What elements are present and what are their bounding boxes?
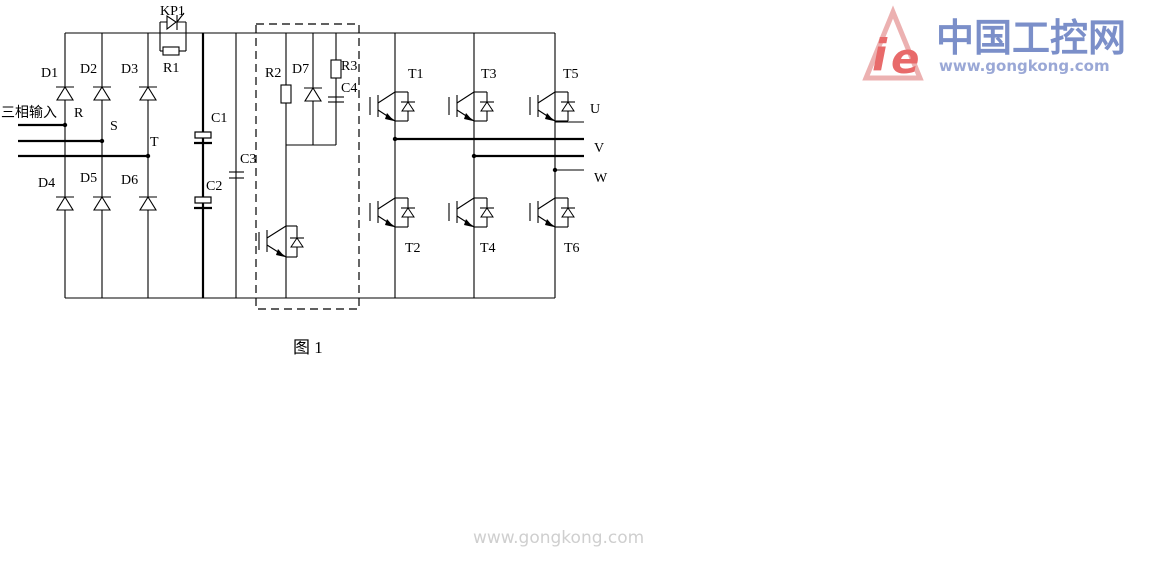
diode-d6: [139, 195, 157, 211]
label-d1: D1: [41, 66, 58, 81]
label-d6: D6: [121, 173, 138, 188]
label-t3: T3: [481, 67, 497, 82]
igbt-t3: [448, 91, 494, 122]
label-c2: C2: [206, 179, 222, 194]
capacitor-c3: [229, 171, 244, 179]
label-s: S: [110, 119, 118, 134]
label-w: W: [594, 171, 608, 186]
label-d2: D2: [80, 62, 97, 77]
igbt-t5: [529, 91, 575, 122]
label-t4: T4: [480, 241, 496, 256]
diode-d5: [93, 195, 111, 211]
igbt-brake: [258, 225, 304, 258]
label-t6: T6: [564, 241, 580, 256]
igbt-t1: [369, 91, 415, 122]
label-kp1: KP1: [160, 4, 185, 19]
resistor-r3: [330, 59, 342, 79]
label-u: U: [590, 102, 600, 117]
label-v: V: [594, 141, 604, 156]
label-t2: T2: [405, 241, 421, 256]
figure-caption: 图 1: [293, 338, 323, 357]
igbt-t6: [529, 197, 575, 228]
capacitor-c2: [194, 196, 212, 210]
label-r3: R3: [341, 59, 357, 74]
capacitor-c4: [328, 96, 344, 103]
resistor-r2: [280, 84, 292, 104]
gongkong-logo: i e 中国工控网 www.gongkong.com: [862, 5, 1126, 83]
igbt-t4: [448, 197, 494, 228]
dc-bus: [194, 32, 555, 298]
inverter-bridge: [369, 33, 584, 298]
label-c3: C3: [240, 152, 256, 167]
label-d7: D7: [292, 62, 309, 77]
label-d3: D3: [121, 62, 138, 77]
capacitor-c1: [194, 131, 212, 145]
label-r: R: [74, 106, 84, 121]
soft-start-kp1-r1: [148, 12, 203, 56]
label-c1: C1: [211, 111, 227, 126]
diode-d4: [56, 195, 74, 211]
label-t: T: [150, 135, 159, 150]
footer-watermark: www.gongkong.com: [473, 528, 644, 548]
rectifier-bridge: [18, 32, 555, 299]
label-d4: D4: [38, 176, 55, 191]
igbt-t2: [369, 197, 415, 228]
logo-chinese-name: 中国工控网: [936, 16, 1126, 60]
label-d5: D5: [80, 171, 97, 186]
label-t1: T1: [408, 67, 424, 82]
diode-d3: [139, 85, 157, 101]
component-labels: 三相输入 R S T D1 D2 D3 D4 D5 D6 KP1 R1 C1 C…: [1, 4, 608, 256]
logo-url: www.gongkong.com: [939, 57, 1110, 75]
diode-d1: [56, 85, 74, 101]
logo-triangle-icon: [862, 5, 924, 81]
diode-d2: [93, 85, 111, 101]
label-c4: C4: [341, 81, 357, 96]
label-r2: R2: [265, 66, 281, 81]
logo-ie-mark: i: [872, 30, 888, 81]
label-r1: R1: [163, 61, 179, 76]
label-input: 三相输入: [1, 105, 57, 121]
diode-d7: [304, 86, 322, 102]
label-t5: T5: [563, 67, 579, 82]
svg-text:e: e: [891, 34, 920, 83]
braking-unit: [255, 23, 360, 310]
